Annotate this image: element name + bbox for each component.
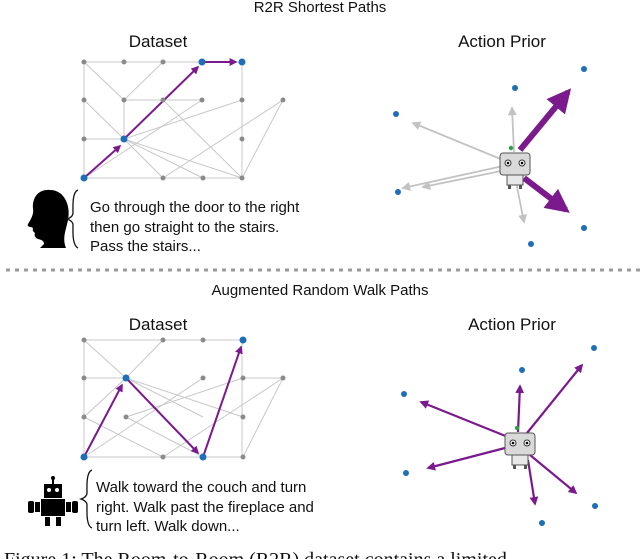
- graph-path-top: [83, 58, 238, 179]
- section-title-bottom: Augmented Random Walk Paths: [211, 282, 428, 299]
- graph-nodes-top: [80, 58, 286, 182]
- target-points-bottom: [401, 345, 598, 526]
- instruction-line: Pass the stairs...: [90, 238, 201, 255]
- human-head-icon: [27, 189, 69, 248]
- instruction-text-bottom: Walk toward the couch and turn right. Wa…: [96, 479, 318, 535]
- graph-path-bottom: [83, 345, 243, 458]
- robot-agent-icon: [504, 425, 536, 469]
- instruction-text-top: Go through the door to the right then go…: [90, 199, 303, 255]
- section-title-top: R2R Shortest Paths: [254, 0, 387, 16]
- dataset-label-bottom: Dataset: [129, 315, 188, 334]
- robot-speaker-icon: [28, 476, 78, 526]
- prior-label-bottom: Action Prior: [468, 315, 556, 334]
- action-prior-bottom: [419, 363, 584, 506]
- speech-bracket-top: [64, 189, 79, 249]
- action-prior-top: [393, 66, 587, 247]
- prior-label-top: Action Prior: [458, 32, 546, 51]
- instruction-line: then go straight to the stairs.: [90, 219, 279, 236]
- dataset-label-top: Dataset: [129, 32, 188, 51]
- instruction-line: Walk toward the couch and turn: [96, 479, 306, 496]
- robot-agent-icon: [499, 145, 531, 189]
- graph-nodes-bottom: [80, 336, 286, 461]
- graph-edges-top: [83, 61, 284, 179]
- figure-caption: Figure 1: The Room-to-Room (R2R) dataset…: [4, 549, 507, 559]
- instruction-line: turn left. Walk down...: [96, 518, 240, 535]
- instruction-line: Go through the door to the right: [90, 199, 300, 216]
- instruction-line: right. Walk past the fireplace and: [96, 499, 314, 516]
- speech-bracket-bottom: [78, 469, 93, 529]
